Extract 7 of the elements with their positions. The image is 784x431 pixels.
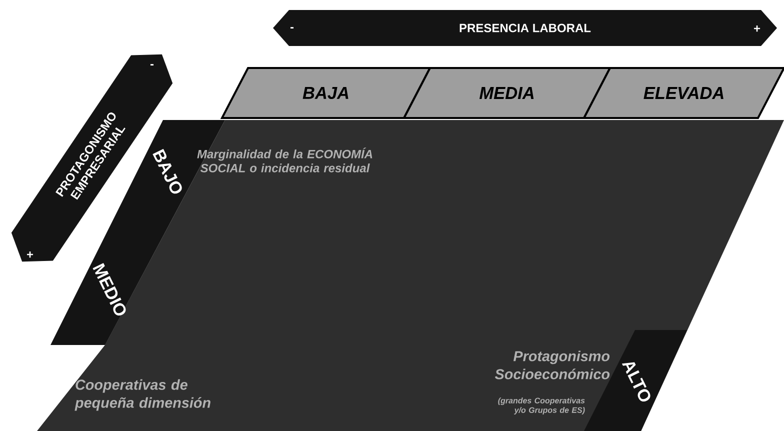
sign-label: + [27,251,34,258]
node-label: ELEVADA [644,87,724,99]
cell-text: (grandes Cooperativas y/o Grupos de ES) [498,398,585,414]
sign-label: - [150,64,154,66]
sign-label: - [290,27,294,29]
cell-text: Cooperativas de pequeña dimensión [74,379,210,411]
sign-label: + [754,25,760,32]
